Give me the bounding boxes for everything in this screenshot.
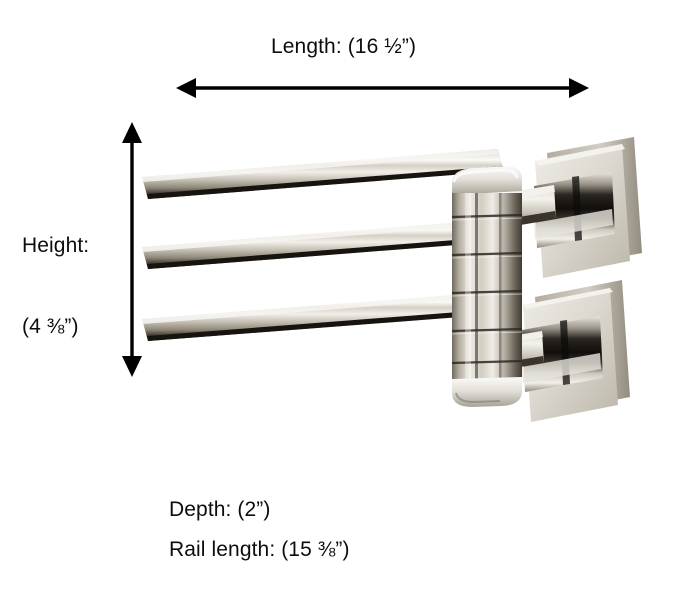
rail-middle <box>142 219 508 269</box>
rail-top <box>142 149 504 199</box>
arrowhead-left <box>176 78 196 98</box>
height-label: Height: (4 ⅜”) <box>22 178 89 394</box>
arrowhead-right <box>569 78 589 98</box>
rail-length-label: Rail length: (15 ⅜”) <box>169 538 350 561</box>
height-label-line2: (4 ⅜”) <box>22 315 79 338</box>
height-label-line1: Height: <box>22 234 90 257</box>
towel-rails <box>142 149 512 341</box>
arrowhead-top <box>122 122 142 143</box>
pivot-column <box>451 166 523 407</box>
height-dimension-arrow <box>122 122 142 377</box>
length-dimension-arrow <box>176 78 589 98</box>
depth-label: Depth: (2”) <box>169 498 271 521</box>
arrowhead-bottom <box>122 356 142 377</box>
length-label: Length: (16 ½”) <box>271 35 417 58</box>
product-image-towel-rack <box>142 137 642 422</box>
rail-bottom <box>142 291 512 341</box>
